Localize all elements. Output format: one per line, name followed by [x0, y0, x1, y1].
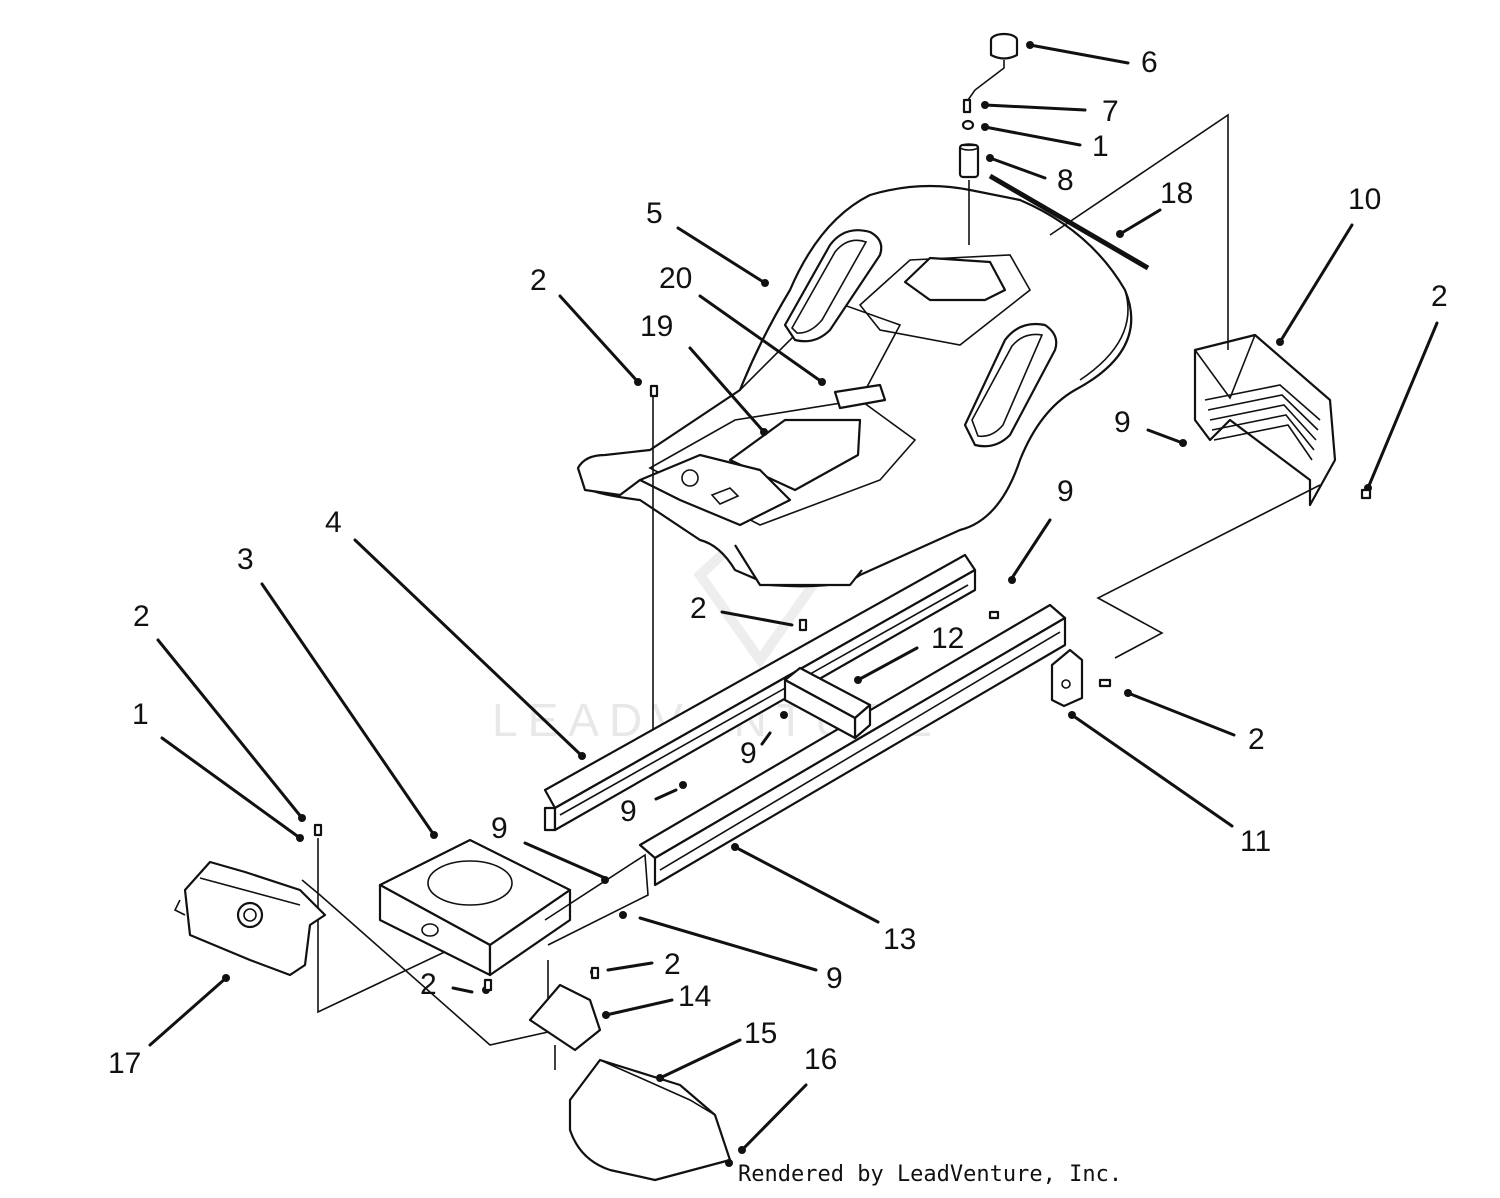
fasteners: [313, 384, 1372, 992]
callout-3: 3: [237, 543, 254, 576]
bracket-14: [528, 983, 602, 1070]
callout-11: 11: [1240, 825, 1271, 858]
callout-2: 2: [133, 600, 150, 633]
callout-8: 8: [1057, 164, 1074, 197]
front-plate-3: [378, 838, 649, 977]
callout-2: 2: [690, 592, 707, 625]
callout-6: 6: [1141, 46, 1158, 79]
callout-4: 4: [325, 506, 342, 539]
callout-12: 12: [931, 622, 964, 655]
callout-18: 18: [1160, 177, 1193, 210]
callout-14: 14: [678, 980, 711, 1013]
callout-19: 19: [640, 310, 673, 343]
callout-9: 9: [491, 812, 508, 845]
callout-2: 2: [1248, 723, 1265, 756]
bracket-11: [1050, 648, 1084, 708]
callout-9: 9: [620, 795, 637, 828]
callout-15: 15: [744, 1017, 777, 1050]
callout-16: 16: [804, 1043, 837, 1076]
render-credit: Rendered by LeadVenture, Inc.: [738, 1162, 1123, 1187]
callout-10: 10: [1348, 183, 1381, 216]
callout-2: 2: [530, 264, 547, 297]
callout-1: 1: [1092, 130, 1109, 163]
rear-bracket-10: [1193, 333, 1337, 507]
callout-17: 17: [108, 1047, 141, 1080]
fender-seat-pan: [576, 184, 1133, 588]
hood-bracket-17: [173, 860, 327, 977]
callout-9: 9: [826, 962, 843, 995]
callout-5: 5: [646, 197, 663, 230]
callout-2: 2: [664, 948, 681, 981]
callout-9: 9: [740, 737, 757, 770]
callout-labels: 6 7 1 8 18 10 2 5 20 2 19 9 9 4 3 2 12 2…: [108, 46, 1448, 1080]
callout-1: 1: [132, 698, 149, 731]
assembly-lines: [301, 113, 1321, 1046]
seat-adjust-knob-stack: [958, 32, 1019, 245]
shield-15: [568, 1058, 732, 1182]
cross-member-12: [783, 666, 872, 740]
callout-7: 7: [1102, 95, 1119, 128]
callout-20: 20: [659, 262, 692, 295]
callout-9: 9: [1057, 475, 1074, 508]
callout-13: 13: [883, 923, 916, 956]
frame-rail-4: [543, 553, 977, 832]
callout-2: 2: [1431, 280, 1448, 313]
callout-9: 9: [1114, 406, 1131, 439]
callout-2: 2: [420, 968, 437, 1001]
